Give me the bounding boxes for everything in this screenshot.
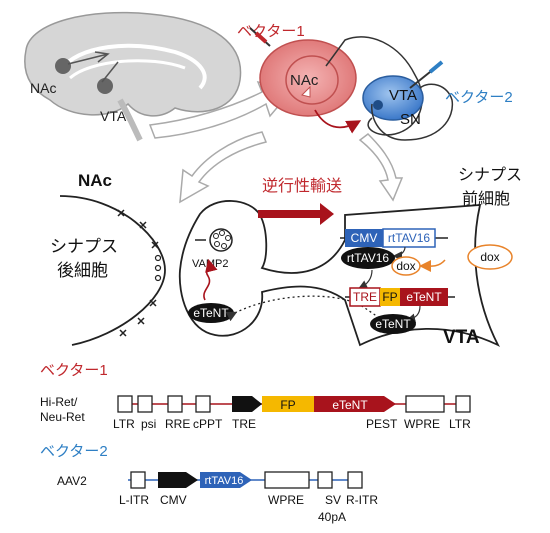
rttav16-gene-label: rtTAV16 bbox=[388, 231, 431, 245]
v1-rre bbox=[167, 395, 183, 413]
v1-fp-label: FP bbox=[280, 398, 295, 412]
synapse-diagram: NAc シナプス 後細胞 VAMP2 eTeNT bbox=[50, 166, 522, 348]
retrograde-small-arrow bbox=[314, 109, 362, 134]
retrograde-label: 逆行性輸送 bbox=[262, 177, 342, 195]
v1-label-tre: TRE bbox=[232, 417, 256, 431]
v1-tre bbox=[232, 396, 262, 412]
v2-wpre bbox=[264, 471, 310, 489]
v1-wpre bbox=[405, 395, 445, 413]
postsynaptic-label-1: シナプス bbox=[50, 237, 118, 256]
nac-dot bbox=[55, 58, 71, 74]
zoom-arrow-left bbox=[179, 131, 268, 204]
v2-rttav16 bbox=[200, 472, 252, 488]
brain-sagittal-schematic: NAc VTA bbox=[24, 11, 242, 142]
receptor-marks bbox=[117, 209, 159, 337]
vamp2-label: VAMP2 bbox=[192, 258, 228, 270]
etent-post-protein bbox=[188, 303, 234, 323]
rttav16-protein-label: rtTAV16 bbox=[347, 251, 390, 265]
cmv-label: CMV bbox=[351, 231, 378, 245]
vector1-name-1: Hi-Ret/ bbox=[40, 395, 78, 409]
vector2-construct: ベクター2 AAV2 rtTAV16 L-ITR CMV WPRE SV R-I… bbox=[40, 443, 378, 524]
retrograde-arrow bbox=[258, 203, 334, 225]
brain-vta-label: VTA bbox=[100, 108, 127, 124]
vector1-construct: ベクター1 Hi-Ret/ Neu-Ret FP eTeNT LTR psi R… bbox=[40, 362, 471, 431]
v1-label-pest: PEST bbox=[366, 417, 398, 431]
v1-label-wpre: WPRE bbox=[404, 417, 440, 431]
v1-label-rre: RRE bbox=[165, 417, 190, 431]
vector1-name-2: Neu-Ret bbox=[40, 410, 85, 424]
circuit-vta-label: VTA bbox=[389, 87, 417, 104]
presynaptic-label-2: 前細胞 bbox=[462, 190, 510, 208]
v2-label-sv-sub: 40pA bbox=[318, 510, 346, 524]
presynaptic-neuron bbox=[178, 200, 501, 347]
rttav16-gene-box bbox=[382, 228, 436, 248]
v1-fp bbox=[262, 396, 314, 412]
v1-label-cppt: cPPT bbox=[193, 417, 223, 431]
vta-dot bbox=[97, 78, 113, 94]
v1-label-ltr: LTR bbox=[113, 417, 135, 431]
dox-inner-label: dox bbox=[396, 259, 415, 273]
v2-ritr bbox=[347, 471, 363, 489]
sn-region bbox=[371, 83, 454, 141]
v2-label-cmv: CMV bbox=[160, 493, 187, 507]
circuit-sn-label: SN bbox=[400, 111, 421, 128]
dox-outer-label: dox bbox=[480, 250, 499, 264]
nac-section-title: NAc bbox=[78, 171, 112, 190]
v1-etent-label: eTeNT bbox=[332, 398, 368, 412]
vector1-title: ベクター1 bbox=[40, 362, 108, 379]
etent-presyn-protein bbox=[370, 314, 416, 334]
etent-post-label: eTeNT bbox=[193, 306, 229, 320]
v1-psi bbox=[137, 395, 153, 413]
v2-litr bbox=[130, 471, 146, 489]
v1-etent bbox=[314, 396, 396, 412]
vector2-top-label: ベクター2 bbox=[445, 89, 513, 106]
etent-gene-label: eTeNT bbox=[406, 290, 442, 304]
vta-section-label: VTA bbox=[443, 327, 480, 348]
fp-label: FP bbox=[382, 290, 397, 304]
v2-label-litr: L-ITR bbox=[119, 493, 149, 507]
cmv-box bbox=[345, 229, 383, 247]
presynaptic-label-1: シナプス bbox=[458, 166, 522, 184]
etent-gene-box bbox=[400, 288, 448, 306]
v2-label-sv: SV bbox=[325, 493, 341, 507]
circuit-schematic: ベクター1 NAc VTA SN ベクター2 bbox=[237, 23, 513, 141]
v1-cppt bbox=[195, 395, 211, 413]
vector1-top-label: ベクター1 bbox=[237, 23, 305, 40]
v2-label-wpre: WPRE bbox=[268, 493, 304, 507]
rttav16-protein bbox=[341, 247, 395, 269]
v1-label-ltr-right: LTR bbox=[449, 417, 471, 431]
zoom-arrow-right bbox=[358, 133, 404, 202]
postsynaptic-label-2: 後細胞 bbox=[57, 261, 108, 280]
brain-nac-label: NAc bbox=[30, 80, 56, 96]
vector2-name: AAV2 bbox=[57, 474, 87, 488]
v2-label-ritr: R-ITR bbox=[346, 493, 378, 507]
v2-cmv bbox=[158, 472, 198, 488]
vector2-title: ベクター2 bbox=[40, 443, 108, 460]
v1-ltr-left bbox=[117, 395, 133, 413]
v1-label-psi: psi bbox=[141, 417, 156, 431]
postsynaptic-membrane bbox=[59, 195, 166, 346]
tre-label: TRE bbox=[353, 290, 377, 304]
v2-sv40pa bbox=[317, 471, 333, 489]
v1-ltr-right bbox=[455, 395, 471, 413]
v2-rttav16-label: rtTAV16 bbox=[205, 475, 244, 487]
circuit-nac-label: NAc bbox=[290, 72, 319, 89]
etent-presyn-label: eTeNT bbox=[375, 317, 411, 331]
fp-box bbox=[380, 288, 400, 306]
dox-outer bbox=[467, 244, 513, 270]
